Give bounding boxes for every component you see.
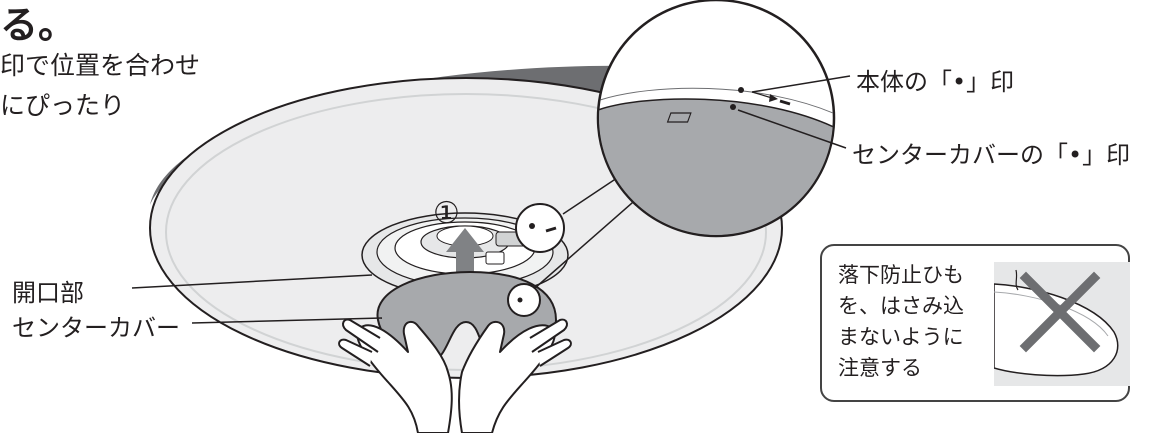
intro-line: 印で位置を合わせ bbox=[0, 46, 200, 86]
caution-line: 落下防止ひも bbox=[838, 260, 964, 291]
label-body-mark: 本体の「•」印 bbox=[856, 62, 1014, 97]
heading-tail: る。 bbox=[0, 0, 76, 49]
label-opening: 開口部 bbox=[12, 273, 84, 308]
step-number: ① bbox=[433, 196, 460, 231]
caution-text: 落下防止ひも を、はさみ込 まないように 注意する bbox=[838, 260, 964, 384]
caution-line: まないように bbox=[838, 322, 964, 353]
label-center-cover: センターカバー bbox=[12, 308, 180, 343]
intro-line: にぴったり bbox=[0, 86, 200, 126]
intro-text: 印で位置を合わせ にぴったり bbox=[0, 46, 200, 126]
caution-line: を、はさみ込 bbox=[838, 291, 964, 322]
cover-mark-dot bbox=[730, 104, 736, 110]
caution-line: 注意する bbox=[838, 353, 964, 384]
caution-illustration bbox=[994, 262, 1130, 386]
caution-box: 落下防止ひも を、はさみ込 まないように 注意する bbox=[820, 244, 1130, 402]
zoom-circle-cover bbox=[508, 284, 540, 316]
body-mark-dot bbox=[738, 87, 744, 93]
zoom-circle-small bbox=[516, 204, 564, 252]
label-cover-mark: センターカバーの「•」印 bbox=[852, 135, 1130, 170]
